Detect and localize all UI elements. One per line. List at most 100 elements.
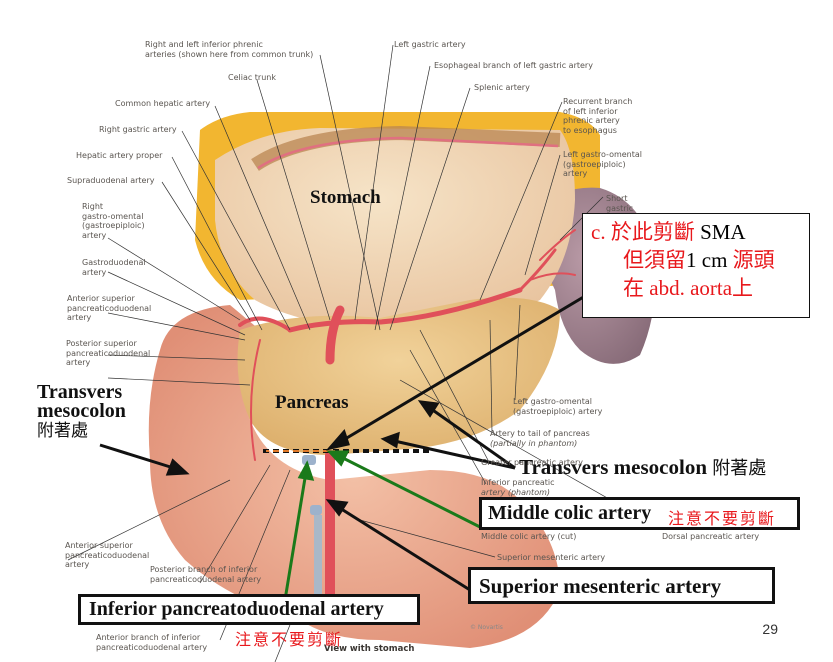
aorta-text: abd. aorta bbox=[644, 276, 733, 300]
arrow-inferior-pd bbox=[283, 471, 308, 601]
annotation-line: Transvers bbox=[37, 381, 123, 403]
annotation-cjk: 附著處 bbox=[712, 458, 767, 479]
label-hepatic-proper: Hepatic artery proper bbox=[76, 151, 163, 160]
label-inferior-pancreatic: Inferior pancreatic artery (phantom) bbox=[481, 478, 555, 497]
cut-here-text: 於此剪斷 bbox=[610, 220, 695, 244]
label-line: pancreaticoduodenal bbox=[65, 550, 150, 560]
callout-cut-sma: c. 於此剪斷 SMA 但須留1 cm 源頭 在 abd. aorta上 bbox=[582, 213, 810, 318]
arteries bbox=[238, 229, 576, 605]
step-prefix: c. bbox=[591, 220, 611, 244]
label-line: Right bbox=[82, 202, 104, 211]
label-line: Anterior superior bbox=[65, 541, 133, 550]
label-line: Short bbox=[606, 194, 628, 203]
duodenum-colon bbox=[148, 305, 560, 648]
label-line: artery bbox=[563, 169, 588, 178]
label-splenic: Splenic artery bbox=[474, 83, 530, 92]
label-view-caption: View with stomach bbox=[324, 644, 415, 654]
label-recurrent-branch: Recurrent branch of left inferior phreni… bbox=[563, 97, 632, 135]
label-line: pancreaticoduodenal bbox=[67, 303, 152, 313]
green-arrows bbox=[283, 450, 481, 601]
label-line: artery (phantom) bbox=[481, 487, 551, 497]
arrow-transvers-left bbox=[99, 443, 181, 472]
annotation-line: mesocolon bbox=[37, 400, 126, 422]
label-line: Posterior superior bbox=[66, 339, 137, 348]
label-dorsal-pancreatic: Dorsal pancreatic artery bbox=[662, 532, 760, 541]
label-line: (gastroepiploic) artery bbox=[513, 406, 603, 416]
label-line: Recurrent branch bbox=[563, 97, 633, 106]
do-not-cut-warning: 注意不要剪斷 bbox=[668, 509, 777, 528]
label-line: artery bbox=[82, 230, 107, 240]
label-line: arteries (shown here from common trunk) bbox=[145, 49, 314, 59]
sma-abbrev: SMA bbox=[694, 220, 746, 244]
cut-vein-lower bbox=[310, 505, 322, 515]
label-line: Posterior branch of inferior bbox=[150, 565, 258, 574]
label-line: Inferior pancreatic bbox=[481, 478, 555, 487]
label-left-gastric: Left gastric artery bbox=[394, 40, 466, 49]
sma-label: Superior mesenteric artery bbox=[479, 574, 722, 598]
label-line: artery bbox=[67, 313, 92, 322]
inferior-pd-warning: 注意不要剪斷 bbox=[235, 630, 344, 649]
at-text: 在 bbox=[623, 276, 644, 300]
keep-text: 但須留 bbox=[623, 248, 686, 272]
label-line: (partially in phantom) bbox=[490, 438, 578, 448]
label-line: of left inferior bbox=[563, 106, 618, 116]
label-left-gastro-omental-bottom: Left gastro-omental (gastroepiploic) art… bbox=[513, 397, 602, 416]
arrow-transvers-right-2 bbox=[389, 438, 516, 470]
arrow-transvers-right-1 bbox=[426, 404, 516, 470]
label-left-gastro-omental-top: Left gastro-omental (gastroepiploic) art… bbox=[563, 150, 642, 179]
copyright: © Novartis bbox=[470, 624, 503, 631]
label-common-hepatic: Common hepatic artery bbox=[115, 99, 211, 108]
page-number: 29 bbox=[762, 621, 778, 637]
callout-line-2: 但須留1 cm 源頭 bbox=[591, 246, 801, 274]
callout-line-1: c. 於此剪斷 SMA bbox=[591, 218, 801, 246]
callout-line-3: 在 abd. aorta上 bbox=[591, 274, 801, 302]
arrow-middle-colic bbox=[336, 453, 481, 529]
label-line: Gastroduodenal bbox=[82, 258, 146, 267]
label-line: pancreaticoduodenal artery bbox=[96, 642, 208, 652]
label-line: phrenic artery bbox=[563, 116, 620, 125]
origin-text: 源頭 bbox=[732, 248, 775, 272]
annotation-transvers-left: Transvers mesocolon 附著處 bbox=[37, 381, 126, 441]
label-line: (gastroepiploic) bbox=[563, 159, 626, 169]
label-line: pancreaticoduodenal bbox=[66, 348, 151, 358]
label-line: (gastroepiploic) bbox=[82, 221, 145, 230]
box-sma: Superior mesenteric artery bbox=[468, 567, 775, 604]
label-line: artery bbox=[65, 560, 90, 569]
label-line: gastric bbox=[606, 203, 634, 213]
arrow-sma bbox=[334, 503, 471, 592]
stomach bbox=[215, 128, 575, 331]
label-line: gastro-omental bbox=[82, 211, 144, 221]
label-middle-colic-cut: Middle colic artery (cut) bbox=[481, 532, 577, 541]
label-greater-pancreatic: Greater pancreatic artery bbox=[481, 458, 583, 467]
label-post-branch-inf-pd: Posterior branch of inferior pancreatico… bbox=[150, 565, 261, 584]
label-line: pancreaticoduodenal bbox=[150, 574, 235, 584]
label-celiac-trunk: Celiac trunk bbox=[228, 73, 276, 82]
label-line: Left gastro-omental bbox=[563, 150, 643, 159]
label-phrenic: Right and left inferior phrenic arteries… bbox=[145, 40, 313, 59]
above-text: 上 bbox=[732, 276, 754, 300]
middle-colic-label: Middle colic artery bbox=[488, 502, 652, 524]
label-line: Left gastro-omental bbox=[513, 397, 593, 406]
annotation-text: Transvers mesocolon bbox=[519, 455, 708, 479]
label-right-gastric: Right gastric artery bbox=[99, 125, 177, 134]
label-line: to esophagus bbox=[563, 125, 617, 135]
label-supraduodenal: Supraduodenal artery bbox=[67, 176, 155, 185]
annotation-line: 附著處 bbox=[37, 421, 88, 441]
box-middle-colic: Middle colic artery 注意不要剪斷 bbox=[479, 497, 800, 530]
label-esophageal-branch: Esophageal branch of left gastric artery bbox=[434, 61, 593, 70]
organ-label-pancreas: Pancreas bbox=[275, 392, 349, 413]
label-artery-tail-pancreas: Artery to tail of pancreas (partially in… bbox=[490, 429, 590, 448]
label-ant-sup-pd: Anterior superior pancreaticoduodenal ar… bbox=[67, 294, 151, 323]
label-line: artery bbox=[236, 574, 262, 584]
pancreas bbox=[237, 297, 561, 455]
black-arrows bbox=[99, 281, 608, 592]
label-line: artery bbox=[66, 358, 91, 367]
label-line: artery bbox=[82, 267, 107, 277]
label-ant-branch-inf-pd: Anterior branch of inferior pancreaticod… bbox=[96, 633, 207, 652]
arrow-cut-sma bbox=[334, 281, 608, 447]
cut-vein-upper bbox=[302, 455, 316, 465]
box-inferior-pd: Inferior pancreatoduodenal artery bbox=[78, 594, 420, 625]
organ-label-stomach: Stomach bbox=[310, 187, 381, 208]
